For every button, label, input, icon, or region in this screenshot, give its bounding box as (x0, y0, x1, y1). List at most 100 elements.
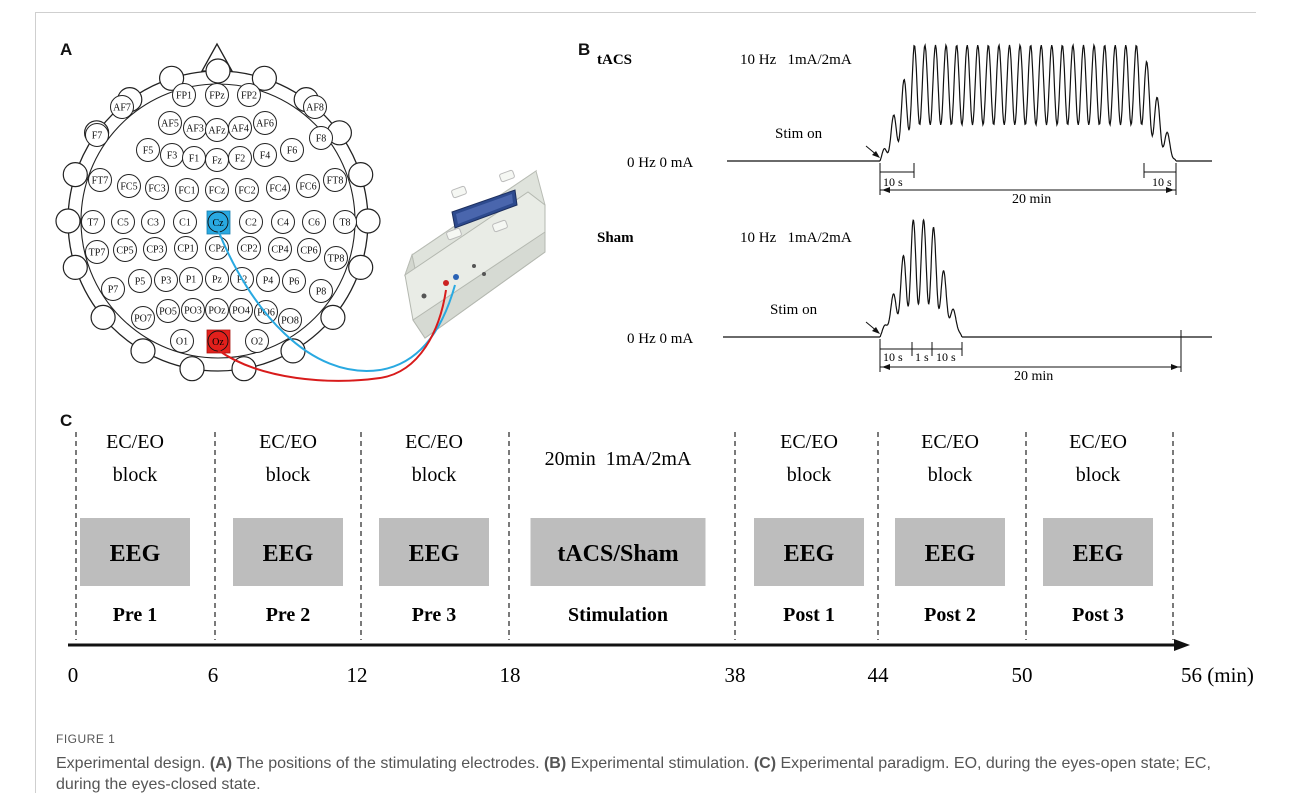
svg-text:FP1: FP1 (176, 91, 192, 102)
tacs-duration: 20 min (1012, 192, 1051, 207)
rim-electrode-2 (55, 208, 81, 234)
caption-text: Experimental design. (A) The positions o… (56, 753, 1246, 795)
svg-text:FC4: FC4 (269, 184, 286, 195)
svg-text:FC3: FC3 (148, 184, 165, 195)
electrode-po7: PO7 (131, 306, 155, 330)
block-box (233, 518, 343, 586)
electrode-fc1: FC1 (175, 178, 199, 202)
svg-text:POz: POz (208, 306, 226, 317)
svg-text:CP3: CP3 (146, 245, 163, 256)
block-box (895, 518, 1005, 586)
svg-text:C6: C6 (308, 218, 320, 229)
block-phase-label: Post 1 (783, 604, 835, 626)
svg-text:FCz: FCz (209, 186, 226, 197)
svg-text:FT8: FT8 (327, 176, 344, 187)
svg-text:O1: O1 (176, 337, 188, 348)
block-box-label: EEG (1073, 541, 1124, 567)
block-phase-label: Pre 3 (412, 604, 457, 626)
electrode-o2: O2 (245, 329, 269, 353)
block-type-label: block (412, 464, 456, 486)
time-tick-label: 50 (1012, 663, 1033, 687)
svg-text:C3: C3 (147, 218, 159, 229)
svg-text:PO7: PO7 (134, 314, 152, 325)
svg-text:PO3: PO3 (184, 306, 202, 317)
oz-electrode-square (206, 329, 231, 354)
tacs-ramp-up: 10 s (883, 175, 903, 189)
electrode-tp8: TP8 (324, 246, 348, 270)
svg-text:AF5: AF5 (161, 119, 179, 130)
electrode-pz: Pz (205, 267, 229, 291)
block-box-label: tACS/Sham (557, 541, 678, 567)
block-type-label: block (1076, 464, 1120, 486)
svg-text:P8: P8 (316, 287, 327, 298)
sham-duration: 20 min (1014, 369, 1053, 384)
svg-text:P6: P6 (289, 277, 300, 288)
svg-text:C4: C4 (277, 218, 289, 229)
svg-text:P1: P1 (186, 275, 197, 286)
svg-text:C5: C5 (117, 218, 129, 229)
svg-text:P4: P4 (263, 276, 274, 287)
svg-text:F2: F2 (235, 154, 246, 165)
electrode-af5: AF5 (158, 111, 182, 135)
rim-electrode-14 (320, 304, 346, 330)
electrode-p4: P4 (256, 268, 280, 292)
sham-ramp-down: 10 s (936, 350, 956, 364)
svg-text:FPz: FPz (209, 91, 225, 102)
caption-a-text: The positions of the stimulating electro… (232, 755, 544, 772)
block-condition-label: EC/EO (1069, 431, 1127, 453)
block-type-label: block (787, 464, 831, 486)
svg-text:P7: P7 (108, 285, 119, 296)
svg-text:F5: F5 (143, 146, 154, 157)
time-tick-label: 56 (min) (1181, 663, 1254, 687)
block-phase-label: Post 2 (924, 604, 976, 626)
electrode-cp2: CP2 (237, 236, 261, 260)
svg-text:AFz: AFz (208, 126, 226, 137)
svg-text:T7: T7 (87, 218, 98, 229)
rim-electrode-3 (62, 162, 88, 188)
electrode-t8: T8 (333, 210, 357, 234)
tacs-title: tACS (597, 52, 632, 68)
svg-text:P5: P5 (135, 277, 146, 288)
block-condition-label: EC/EO (921, 431, 979, 453)
block-box (80, 518, 190, 586)
electrode-ft8: FT8 (323, 168, 347, 192)
block-stim-params: 20min 1mA/2mA (545, 448, 692, 470)
svg-text:O2: O2 (251, 337, 263, 348)
electrode-f2: F2 (228, 146, 252, 170)
electrode-c6: C6 (302, 210, 326, 234)
electrode-af7: AF7 (110, 95, 134, 119)
block-condition-label: EC/EO (106, 431, 164, 453)
electrode-cp4: CP4 (268, 237, 292, 261)
electrode-t7: T7 (81, 210, 105, 234)
rim-electrode-0 (90, 304, 116, 330)
electrode-f5: F5 (136, 138, 160, 162)
sham-stim-on: Stim on (770, 302, 818, 318)
block-type-label: block (266, 464, 310, 486)
electrode-fcz: FCz (205, 178, 229, 202)
rim-electrode-8 (251, 65, 277, 91)
electrode-p6: P6 (282, 269, 306, 293)
electrode-cp6: CP6 (297, 238, 321, 262)
block-condition-label: EC/EO (780, 431, 838, 453)
electrode-ft7: FT7 (88, 168, 112, 192)
block-box-label: EEG (263, 541, 314, 567)
electrode-cp5: CP5 (113, 238, 137, 262)
time-tick-label: 0 (68, 663, 79, 687)
electrode-f8: F8 (309, 126, 333, 150)
rim-electrode-6 (159, 65, 185, 91)
svg-text:AF3: AF3 (186, 124, 204, 135)
electrode-po4: PO4 (229, 298, 253, 322)
svg-text:CPz: CPz (209, 244, 226, 255)
svg-text:PO8: PO8 (281, 316, 299, 327)
electrode-o1: O1 (170, 329, 194, 353)
electrode-cp1: CP1 (174, 236, 198, 260)
svg-text:PO4: PO4 (232, 306, 250, 317)
electrode-c1: C1 (173, 210, 197, 234)
electrode-po5: PO5 (156, 299, 180, 323)
block-box-label: EEG (784, 541, 835, 567)
electrode-fc6: FC6 (296, 174, 320, 198)
tacs-stim-on: Stim on (775, 126, 823, 142)
